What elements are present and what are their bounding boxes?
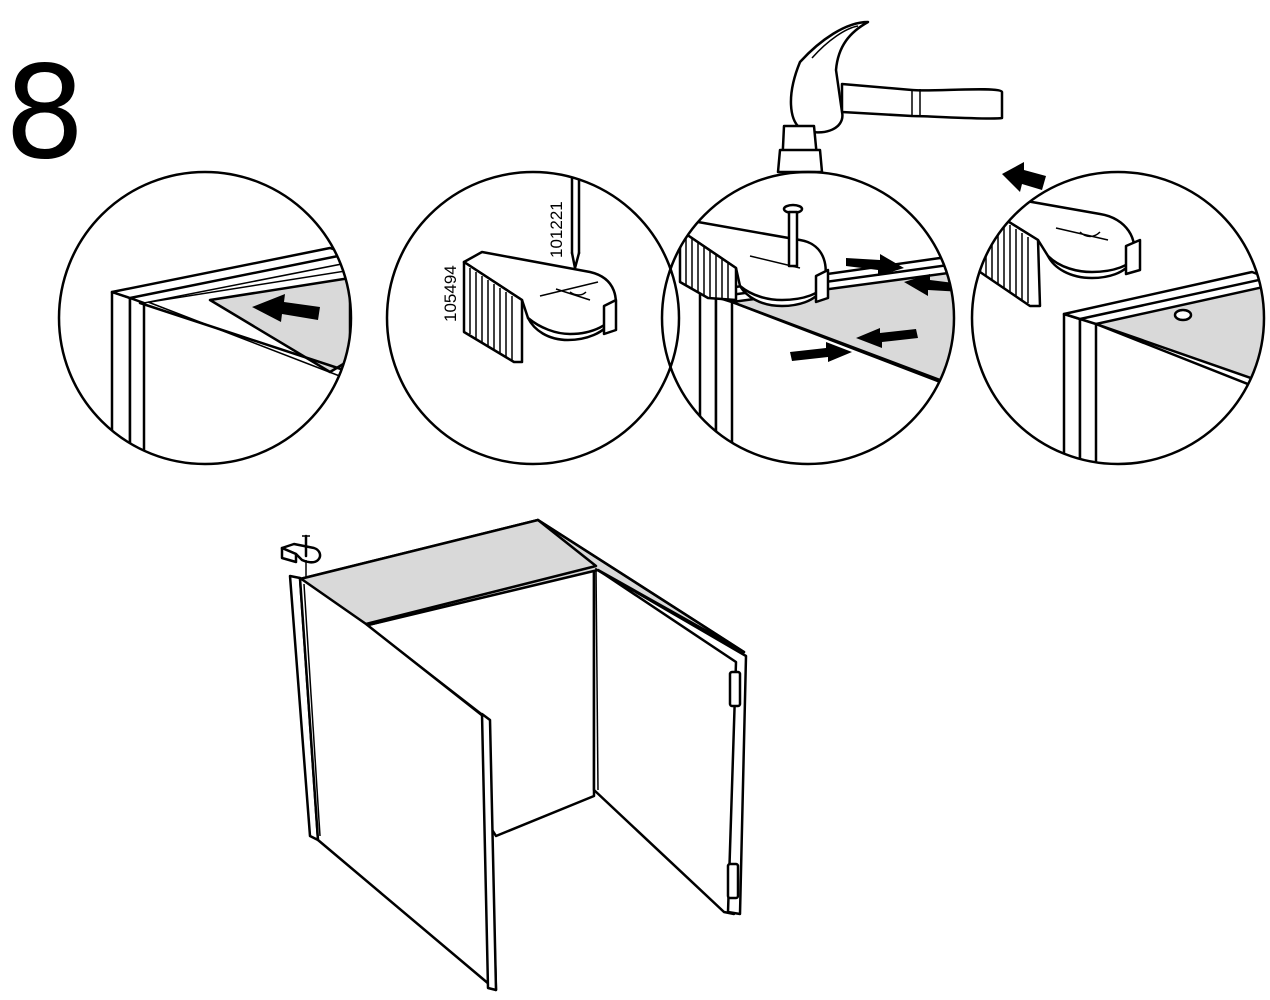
- clip-icon: [280, 534, 322, 578]
- cabinet-overview: [280, 518, 748, 992]
- nail-part-code: 101221: [547, 201, 566, 258]
- clip-part-code: 105494: [441, 265, 460, 322]
- cabinet-icon: [288, 518, 748, 992]
- nail-icon: [782, 203, 804, 268]
- arrow-icon: [252, 294, 320, 322]
- detail-slide-panel: [57, 170, 353, 466]
- clip-icon: [678, 220, 830, 308]
- clip-icon: [978, 194, 1142, 308]
- clip-icon: [462, 250, 618, 364]
- step-number: 8: [4, 39, 86, 188]
- detail-parts: 101221 105494: [385, 170, 681, 466]
- hole-icon: [1173, 308, 1193, 322]
- arrow-icon: [1002, 162, 1046, 192]
- detail-hammer: [660, 20, 1004, 466]
- hammer-icon: [776, 20, 1004, 174]
- nail-icon: [570, 172, 581, 270]
- detail-remove-clip: [970, 162, 1266, 466]
- squeeze-arrows-icon: [790, 254, 954, 362]
